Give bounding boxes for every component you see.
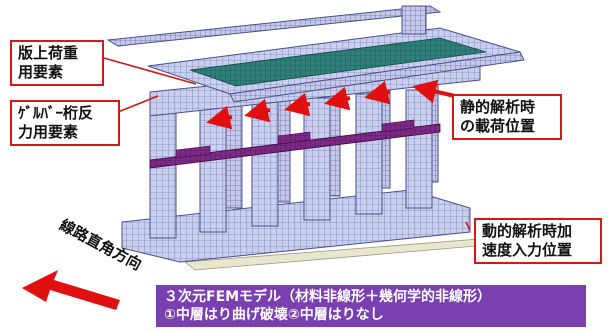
static-load-arrows	[206, 79, 456, 130]
parapet-front	[229, 51, 525, 103]
label-gerber-reaction: ｹﾞﾙﾊﾞｰ桁反 力用要素	[10, 100, 120, 146]
leader-lines	[103, 57, 471, 231]
caption-box: ３次元FEMモデル（材料非線形＋幾何学的非線形） ①中層はり曲げ破壊②中層はりな…	[156, 285, 586, 327]
caption-line1: ３次元FEMモデル（材料非線形＋幾何学的非線形）	[164, 289, 492, 305]
label-slab-load-line1: 版上荷重	[18, 44, 79, 62]
middle-beams	[149, 119, 441, 169]
direction-arrow	[22, 270, 120, 310]
label-dynamic-input: 動的解析時加 速度入力位置	[474, 218, 602, 264]
label-dynamic-line2: 速度入力位置	[482, 241, 573, 259]
label-gerber-line2: 力用要素	[18, 123, 79, 141]
deck-load-strip	[189, 37, 487, 87]
label-static-line1: 静的解析時	[460, 98, 536, 116]
caption-line2: ①中層はり曲げ破壊②中層はりなし	[164, 307, 384, 323]
label-dynamic-line1: 動的解析時加	[482, 222, 573, 240]
label-gerber-line1: ｹﾞﾙﾊﾞｰ桁反	[18, 104, 94, 122]
label-static-line2: の載荷位置	[460, 117, 536, 135]
label-static-load: 静的解析時 の載荷位置	[452, 94, 562, 140]
parapet-back	[106, 5, 442, 47]
label-slab-load: 版上荷重 用要素	[10, 40, 104, 86]
end-post	[401, 5, 427, 35]
label-slab-load-line2: 用要素	[18, 63, 64, 81]
